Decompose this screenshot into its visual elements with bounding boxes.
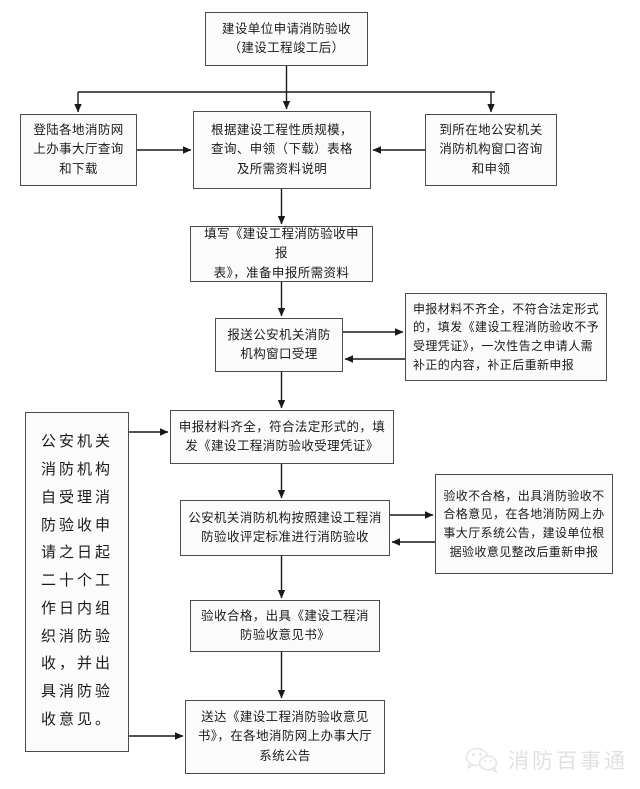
node-query-forms[interactable]: 根据建设工程性质规模， 查询、申领（下载）表格 及所需资料说明 — [193, 111, 371, 189]
watermark: 消防百事通 — [465, 745, 628, 775]
node-submit-window-label: 报送公安机关消防 机构窗口受理 — [227, 327, 331, 361]
node-inspection-failed-label: 验收不合格，出具消防验收不 合格意见，在各地消防网上办 事大厅系统公告，建设单位… — [443, 488, 605, 559]
node-window-consult-label: 到所在地公安机关 消防机构窗口咨询 和申领 — [439, 122, 543, 176]
node-online-download[interactable]: 登陆各地消防网 上办事大厅查询 和下载 — [20, 114, 137, 186]
node-conduct-inspection-label: 公安机关消防机构按照建设工程消 防验收评定标准进行消防验收 — [188, 510, 382, 544]
watermark-label: 消防百事通 — [508, 750, 628, 773]
node-deliver-opinion-label: 送达《建设工程消防验收意见 书》，在各地消防网上办事大厅 系统公告 — [197, 709, 373, 763]
wechat-icon — [465, 747, 498, 773]
node-query-forms-label: 根据建设工程性质规模， 查询、申领（下载）表格 及所需资料说明 — [211, 122, 353, 176]
node-apply-acceptance[interactable]: 建设单位申请消防验收 （建设工程竣工后） — [205, 12, 368, 66]
node-twenty-working-days[interactable]: 公安机关消防机构自受理消防验收申请之日起二十个工作日内组织消防验收，并出具消防验… — [25, 412, 129, 752]
node-materials-complete-label: 申报材料齐全，符合法定形式的，填 发《建设工程消防验收受理凭证》 — [178, 419, 386, 453]
node-fill-application[interactable]: 填写《建设工程消防验收申报 表》，准备申报所需资料 — [190, 226, 373, 282]
node-conduct-inspection[interactable]: 公安机关消防机构按照建设工程消 防验收评定标准进行消防验收 — [180, 500, 390, 556]
node-online-download-label: 登陆各地消防网 上办事大厅查询 和下载 — [33, 122, 124, 176]
node-twenty-working-days-label: 公安机关消防机构自受理消防验收申请之日起二十个工作日内组织消防验收，并出具消防验… — [40, 434, 113, 728]
node-inspection-failed[interactable]: 验收不合格，出具消防验收不 合格意见，在各地消防网上办 事大厅系统公告，建设单位… — [435, 474, 613, 574]
node-materials-complete[interactable]: 申报材料齐全，符合法定形式的，填 发《建设工程消防验收受理凭证》 — [170, 410, 394, 464]
node-submit-window[interactable]: 报送公安机关消防 机构窗口受理 — [215, 318, 343, 372]
node-apply-acceptance-label: 建设单位申请消防验收 （建设工程竣工后） — [221, 21, 351, 55]
node-inspection-passed-label: 验收合格，出具《建设工程消 防验收意见书》 — [201, 608, 369, 642]
node-window-consult[interactable]: 到所在地公安机关 消防机构窗口咨询 和申领 — [425, 114, 557, 186]
node-fill-application-label: 填写《建设工程消防验收申报 表》，准备申报所需资料 — [204, 226, 359, 280]
node-inspection-passed[interactable]: 验收合格，出具《建设工程消 防验收意见书》 — [190, 600, 380, 652]
node-deliver-opinion[interactable]: 送达《建设工程消防验收意见 书》，在各地消防网上办事大厅 系统公告 — [185, 700, 385, 774]
node-materials-incomplete[interactable]: 申报材料不齐全，不符合法定形式 的，填发《建设工程消防验收不予 受理凭证》，一次… — [405, 293, 607, 381]
node-materials-incomplete-label: 申报材料不齐全，不符合法定形式 的，填发《建设工程消防验收不予 受理凭证》，一次… — [413, 301, 600, 372]
